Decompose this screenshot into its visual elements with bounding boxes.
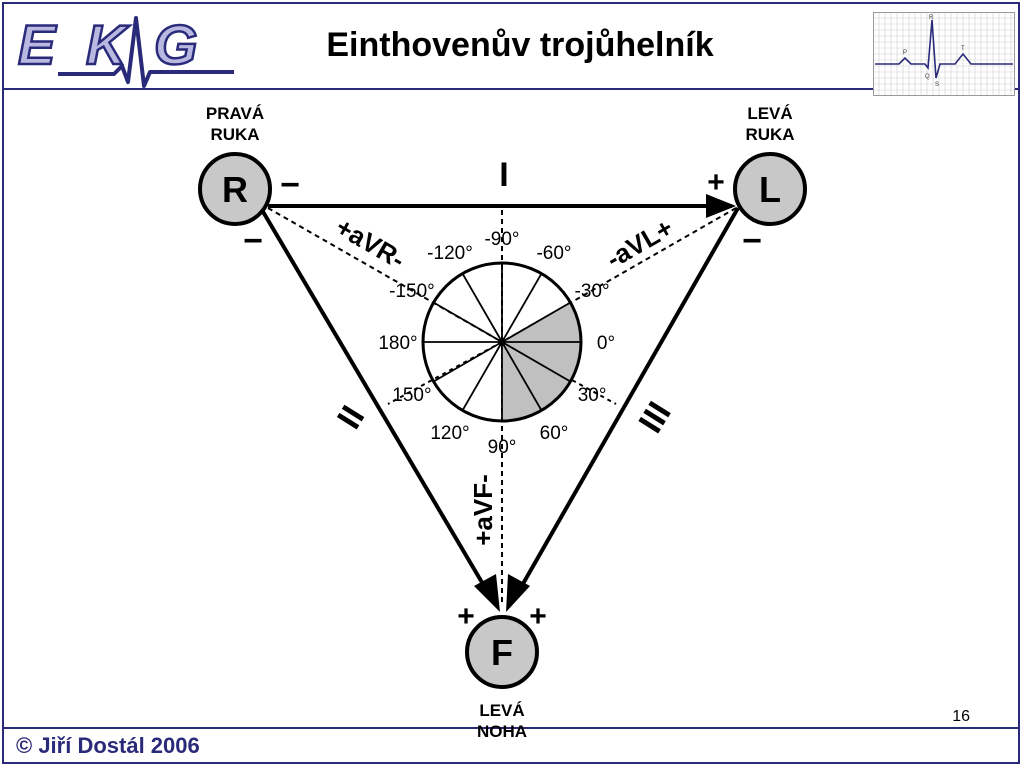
angle-label: -150° [389, 281, 435, 302]
lead-1-arrowhead [706, 194, 736, 218]
right-arm-label-line-2: RUKA [210, 125, 259, 144]
angle-spoke [501, 301, 571, 343]
logo-ecg-trace-icon [58, 16, 234, 88]
electrode-letter-l: L [759, 169, 781, 210]
header-divider [2, 88, 1020, 90]
angle-spoke [501, 341, 571, 383]
angle-label: 60° [540, 423, 569, 444]
angle-label: 180° [378, 333, 417, 354]
polarity-sign-f-lead2: + [457, 600, 475, 633]
thumb-label-p: P [903, 50, 907, 56]
angle-label: 30° [578, 385, 607, 406]
angle-spoke [433, 301, 503, 343]
logo-letter-e: E [18, 13, 57, 76]
polarity-sign-l-lead1: + [707, 166, 725, 199]
lead-2-axis-dashed-line [387, 341, 503, 405]
angle-label: -60° [536, 243, 571, 264]
electrode-right-arm: R [198, 152, 272, 226]
thumb-label-t: T [961, 46, 965, 52]
lead-avf-label: +aVF- [468, 474, 498, 546]
angle-spoke [461, 341, 503, 411]
lead-3-arrowhead [506, 574, 530, 612]
angle-spoke [433, 341, 503, 383]
page-number: 16 [952, 708, 970, 725]
right-arm-label-line-1: PRAVÁ [206, 104, 264, 123]
thumb-label-q: Q [925, 74, 930, 80]
angle-spoke [461, 273, 503, 343]
lead-1-label: I [499, 156, 508, 194]
ekg-logo: E K G [17, 12, 234, 88]
lead-avl-label: -aVL+ [601, 212, 678, 274]
polarity-sign-r-lead2: − [243, 222, 263, 260]
angle-label: -30° [575, 281, 610, 302]
thumb-label-s: S [935, 82, 939, 88]
page-title: Einthovenův trojůhelník [326, 26, 714, 64]
left-arm-label-line-1: LEVÁ [747, 104, 792, 123]
electrode-letter-f: F [491, 632, 513, 673]
angle-label: 0° [597, 333, 615, 354]
polarity-sign-f-lead3: + [529, 600, 547, 633]
lead-2-label: II [330, 399, 372, 435]
angle-label: -90° [484, 229, 519, 250]
angle-label: 120° [430, 423, 469, 444]
angle-label: 150° [392, 385, 431, 406]
footer-divider [2, 727, 1020, 729]
hexaxial-reference-circle: -90° -60°-30° 0° 30° 60° 90° 120° 150° 180° -150°… [378, 229, 615, 458]
lead-3-label: III [632, 395, 679, 439]
logo-letter-g: G [154, 13, 198, 76]
lead-2-line [260, 208, 492, 598]
left-leg-label-line-1: LEVÁ [479, 701, 524, 720]
ecg-wave-icon [875, 19, 1013, 79]
angle-label: -120° [427, 243, 473, 264]
left-arm-label-line-2: RUKA [745, 125, 794, 144]
lead-avr-label: +aVR- [331, 212, 410, 275]
angle-spoke [501, 341, 543, 411]
normal-axis-sector [502, 302, 581, 421]
left-leg-label-line-2: NOHA [477, 722, 527, 741]
angle-label: 90° [488, 437, 517, 458]
polarity-sign-l-lead3: − [742, 222, 762, 260]
electrode-left-leg: F [465, 615, 539, 689]
polarity-sign-r-lead1: − [280, 166, 300, 204]
lead-3-line [514, 207, 740, 597]
electrode-letter-r: R [222, 169, 248, 210]
lead-2-arrowhead [474, 574, 500, 612]
angle-spoke [501, 273, 543, 343]
thumb-label-r: R [929, 15, 934, 21]
copyright-notice: © Jiří Dostál 2006 [16, 733, 200, 758]
ecg-grid-thumbnail: P Q R S T [873, 12, 1015, 96]
electrode-left-arm: L [733, 152, 807, 226]
